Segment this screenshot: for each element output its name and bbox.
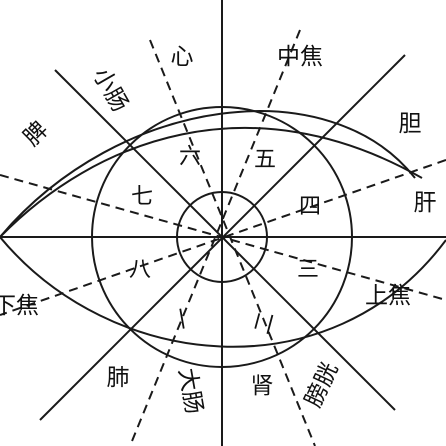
label-fei: 肺 — [107, 365, 130, 391]
upper-eyelid-inner-curve — [0, 110, 416, 238]
label-gan: 肝 — [414, 190, 437, 216]
label-xiajiao: 下焦 — [0, 293, 39, 319]
label-shen: 肾 — [251, 373, 274, 399]
label-dachang: 大肠 — [173, 366, 207, 416]
label-xin: 心 — [171, 44, 194, 70]
zone-one: 一 — [166, 306, 194, 332]
label-pi: 脾 — [19, 117, 54, 152]
zone-six: 六 — [179, 145, 201, 170]
diagonal-line-nw-se — [54, 69, 396, 411]
zone-four: 四 — [299, 195, 321, 220]
zone-two: 二 — [250, 309, 280, 337]
zone-three: 三 — [297, 258, 319, 283]
lower-eyelid-curve — [0, 236, 446, 348]
zone-five: 五 — [254, 148, 276, 173]
label-shangjiao: 上焦 — [365, 283, 411, 309]
zone-eight: 八 — [129, 258, 151, 283]
dashed-line-nnw-sse — [149, 39, 316, 446]
label-pangguang: 膀胱 — [300, 359, 343, 412]
upper-eyelid-curve — [0, 126, 423, 238]
dashed-line-ene-wsw — [0, 159, 446, 316]
label-dan: 胆 — [399, 111, 422, 137]
dashed-line-wnw-ese — [0, 174, 446, 301]
label-zhongjiao: 中焦 — [277, 44, 323, 70]
zone-seven: 七 — [131, 185, 153, 210]
